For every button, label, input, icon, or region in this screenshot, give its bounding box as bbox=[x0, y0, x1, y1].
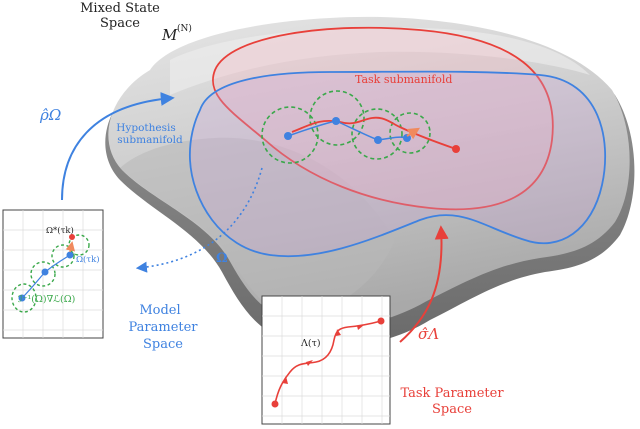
task-endpoint bbox=[452, 145, 460, 153]
model-panel-target bbox=[69, 234, 75, 240]
model-point-3 bbox=[374, 136, 382, 144]
model-points bbox=[284, 117, 411, 144]
trust-circle-2 bbox=[309, 90, 365, 146]
trust-circle-3 bbox=[351, 108, 403, 160]
model-panel-update-arrow bbox=[65, 241, 76, 253]
hypothesis-submanifold bbox=[188, 70, 606, 258]
omega-arrow-label: Ω bbox=[216, 251, 228, 266]
model-param-label-line1: Model bbox=[139, 303, 180, 318]
model-param-label-line2: Parameter bbox=[128, 320, 198, 335]
hypothesis-label-line1: Hypothesis bbox=[116, 122, 175, 134]
task-parameter-panel: Λ(τ) bbox=[261, 295, 391, 425]
mixed-state-label-line1: Mixed State bbox=[80, 1, 160, 16]
update-arrow bbox=[406, 127, 421, 140]
task-param-label-line2: Space bbox=[432, 402, 472, 417]
task-panel-arrowheads bbox=[282, 325, 364, 384]
sigma-lambda-arrow bbox=[399, 225, 449, 343]
lambda-tau-label: Λ(τ) bbox=[300, 338, 321, 349]
model-panel-circles bbox=[11, 234, 90, 313]
task-panel-end bbox=[377, 317, 385, 325]
model-point-1 bbox=[284, 132, 292, 140]
manifold-highlight bbox=[170, 27, 590, 96]
omega-dotted-arrow bbox=[135, 167, 263, 273]
omega-tk-label: Ω(τk) bbox=[76, 254, 100, 265]
mixed-state-label-line2: Space bbox=[100, 16, 140, 31]
task-param-label-line1: Task Parameter bbox=[400, 386, 504, 401]
manifold-fold-shade bbox=[120, 137, 395, 318]
model-trajectory bbox=[287, 120, 408, 141]
trust-region-circles bbox=[261, 90, 431, 164]
task-panel-start bbox=[271, 400, 279, 408]
task-submanifold-label: Task submanifold bbox=[355, 73, 452, 86]
model-parameter-panel: Ω*(τk) Ω(τk) ℐ⁻¹(Ω)∇ℒ(Ω) bbox=[2, 209, 104, 339]
omega-star-label: Ω*(τk) bbox=[46, 225, 74, 236]
rho-omega-arrow bbox=[61, 91, 175, 201]
mixed-state-manifold bbox=[105, 16, 635, 348]
manifold-symbol: M bbox=[161, 26, 178, 44]
trust-circle-4 bbox=[389, 112, 431, 154]
natural-gradient-label: ℐ⁻¹(Ω)∇ℒ(Ω) bbox=[18, 294, 75, 305]
model-panel-point-2 bbox=[41, 268, 49, 276]
model-panel-point-1 bbox=[18, 294, 26, 302]
sigma-lambda-label: σ̂Λ bbox=[418, 325, 439, 343]
model-panel-frame bbox=[2, 209, 104, 339]
model-param-label-line3: Space bbox=[143, 337, 183, 352]
trust-circle-1 bbox=[261, 106, 319, 164]
task-panel-trajectory bbox=[274, 320, 382, 405]
manifold-superscript: (N) bbox=[177, 23, 192, 34]
task-panel-frame bbox=[261, 295, 391, 425]
hypothesis-label-line2: submanifold bbox=[117, 134, 183, 146]
model-point-2 bbox=[332, 117, 340, 125]
rho-omega-label: ρ̂Ω bbox=[39, 106, 61, 124]
model-panel-point-3 bbox=[66, 251, 74, 259]
